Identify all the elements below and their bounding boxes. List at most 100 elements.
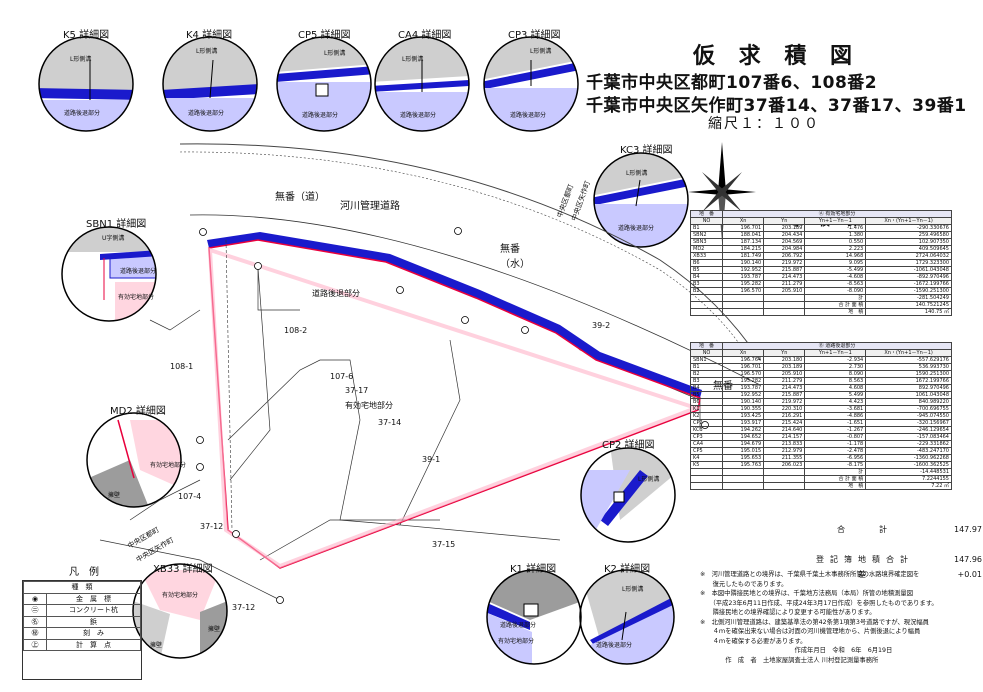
table-cell: [689, 475, 724, 483]
note-line: 作成年月日 令和 6年 6月19日: [700, 647, 893, 654]
drawing-title: 仮 求 積 図: [693, 44, 860, 69]
label-lot-108-1: 108-1: [170, 362, 194, 371]
table-cell: 214.473: [763, 384, 806, 392]
legend-symbol-icon: ㊤: [23, 638, 47, 651]
table-cell: 220.310: [763, 405, 806, 413]
point-xb33: [276, 596, 284, 604]
table-cell: 合 計 面 積: [804, 301, 867, 309]
table-cell: 2.730: [804, 363, 867, 371]
table-cell: KC3: [689, 426, 724, 434]
legend-row: ㊤計 算 点: [23, 638, 141, 651]
table-cell: B4: [689, 273, 724, 281]
table-cell: CA4: [689, 440, 724, 448]
table-header-section: Ⓑ 道路後退部分: [722, 342, 952, 350]
table-cell: [689, 482, 724, 490]
sbn1-road-retreat: 道路後退部分: [120, 268, 157, 275]
label-lot-39-1: 39-1: [422, 455, 441, 464]
table-cell: 211.279: [763, 280, 806, 288]
table-cell: [722, 308, 765, 316]
table-cell: -1.476: [804, 224, 867, 232]
summary-v: 147.97: [954, 525, 982, 534]
table-cell: B2: [689, 370, 724, 378]
table-cell: 214.640: [763, 426, 806, 434]
table-cell: 215.887: [763, 266, 806, 274]
table-cell: 536.993730: [865, 363, 952, 371]
table-cell: 9.095: [804, 259, 867, 267]
note-line: ４ｍを確保出来ない場合は対面の河川機管理地から、片側後退により幅員: [700, 628, 921, 635]
table-cell: 4.423: [804, 398, 867, 406]
table-cell: [763, 475, 806, 483]
cp5-l-gutter: L形側溝: [324, 50, 346, 57]
table-cell: B1: [689, 224, 724, 232]
summary-v: 147.96: [954, 555, 982, 564]
point-sbn2: [196, 436, 204, 444]
table-cell: -5.499: [804, 266, 867, 274]
table-cell: -1672.199766: [865, 280, 952, 288]
table-cell: 204.569: [763, 238, 806, 246]
summary-row: 差+0.01㎡: [800, 567, 983, 582]
table-cell: 181.749: [722, 252, 765, 260]
table-cell: -157.083464: [865, 433, 952, 441]
point-b2: [254, 262, 262, 270]
legend-label: 鋲: [46, 615, 141, 628]
table-cell: 203.189: [763, 363, 806, 371]
table-cell: -281.504249: [865, 294, 952, 302]
table-cell: B3: [689, 280, 724, 288]
note-line: 復元したものであります。: [700, 580, 788, 588]
table-cell: [689, 468, 724, 476]
table-cell: 1729.323300: [865, 259, 952, 267]
table-cell: K2: [689, 412, 724, 420]
table-cell: 190.355: [722, 405, 765, 413]
table-col-header: Yn: [763, 217, 806, 225]
label-lot-39-2: 39-2: [592, 321, 611, 330]
point-b5: [521, 326, 529, 334]
table-col-header: Xn: [722, 349, 765, 357]
table-cell: -1.267: [804, 426, 867, 434]
table-cell: CP3: [689, 433, 724, 441]
table-cell: SBN2: [689, 231, 724, 239]
legend-label: 計 算 点: [46, 638, 141, 651]
title-detail-cp3: CP3 詳細図: [508, 30, 561, 41]
table-cell: [722, 482, 765, 490]
k5-l-gutter: L形側溝: [70, 56, 92, 63]
title-detail-cp2: CP2 詳細図: [602, 440, 655, 451]
table-cell: 計: [804, 294, 867, 302]
point-sbn1: [199, 228, 207, 236]
table-cell: -14.448531: [865, 468, 952, 476]
table-cell: 196.701: [722, 363, 765, 371]
table-cell: 192.952: [722, 266, 765, 274]
table-cell: [722, 294, 765, 302]
label-road-retreat: 道路後退部分: [312, 289, 360, 298]
notes: ※ 河川管理道路との境界は、千葉県千葉土木事務所所管の水路境界確定図を 復元した…: [700, 570, 980, 665]
table-cell: -1600.362525: [865, 461, 952, 469]
table-cell: 196.701: [722, 224, 765, 232]
k1-road-retreat: 道路後退部分: [500, 622, 537, 629]
point-b3: [396, 286, 404, 294]
table-cell: -8.090: [804, 287, 867, 295]
table-col-header: Xn・(Yn+1－Yn－1): [865, 349, 952, 357]
table-cell: [689, 301, 724, 309]
legend-title: 凡 例: [69, 567, 99, 578]
table-cell: 190.140: [722, 398, 765, 406]
k2-l-gutter: L形側溝: [622, 586, 644, 593]
table-cell: K1: [689, 405, 724, 413]
table-cell: 205.910: [763, 287, 806, 295]
table-cell: -4.886: [804, 412, 867, 420]
k4-l-gutter: L形側溝: [196, 48, 218, 55]
title-detail-k1: K1 詳細図: [510, 564, 557, 575]
table-cell: 合 計 面 積: [804, 475, 867, 483]
table-cell: MD2: [689, 245, 724, 253]
ca4-l-gutter: L形側溝: [402, 56, 424, 63]
legend-label: 金 属 標: [46, 592, 141, 605]
legend-symbol-icon: ㊙: [23, 627, 47, 640]
